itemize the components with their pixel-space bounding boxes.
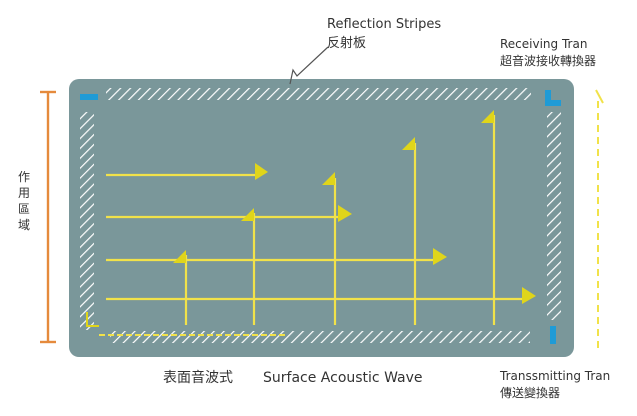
arrow-right-3	[433, 248, 447, 265]
transducer-icon	[550, 326, 556, 344]
horizontal-waves	[106, 173, 525, 301]
reflection-stripes	[80, 88, 561, 343]
arrow-right-1	[255, 163, 268, 180]
reflection-stripe-left	[80, 112, 94, 330]
transmitting-label-zh: 傳送變換器	[500, 385, 560, 400]
arrow-up-5	[481, 110, 494, 123]
active-area-bracket	[40, 90, 56, 344]
vertical-waves	[184, 115, 496, 325]
arrow-up-4	[402, 137, 415, 150]
svg-text:區: 區	[18, 202, 30, 216]
svg-text:域: 域	[18, 218, 30, 232]
arrow-right-4	[522, 287, 536, 304]
arrow-up-2	[241, 208, 254, 221]
transducer-icon	[545, 90, 561, 106]
receiving-label-zh: 超音波接收轉換器	[500, 53, 596, 68]
svg-text:作: 作	[18, 170, 30, 184]
arrow-right-2	[338, 205, 352, 222]
svg-text:用: 用	[18, 186, 30, 200]
caption-en: Surface Acoustic Wave	[263, 370, 423, 386]
receiving-label-en: Receiving Tran	[500, 37, 587, 51]
caption-zh: 表面音波式	[163, 369, 233, 386]
reflection-label-en: Reflection Stripes	[327, 17, 441, 32]
arrow-bottom-left	[86, 312, 99, 327]
reflection-stripe-bottom	[110, 331, 530, 343]
dashed-lead-arrow	[595, 89, 604, 104]
horizontal-wave-arrows	[255, 163, 536, 304]
arrow-up-3	[322, 172, 335, 185]
reflection-stripe-right	[547, 112, 561, 320]
active-area-label: 作 用 區 域	[18, 170, 30, 232]
reflection-pointer	[289, 46, 329, 85]
transducer-icon	[80, 94, 98, 100]
vertical-wave-arrows	[173, 110, 494, 263]
transmitting-label-en: Transsmitting Tran	[499, 369, 610, 383]
reflection-stripe-top	[106, 88, 531, 100]
arrow-up-1	[173, 250, 186, 263]
reflection-label-zh: 反射板	[327, 35, 366, 51]
